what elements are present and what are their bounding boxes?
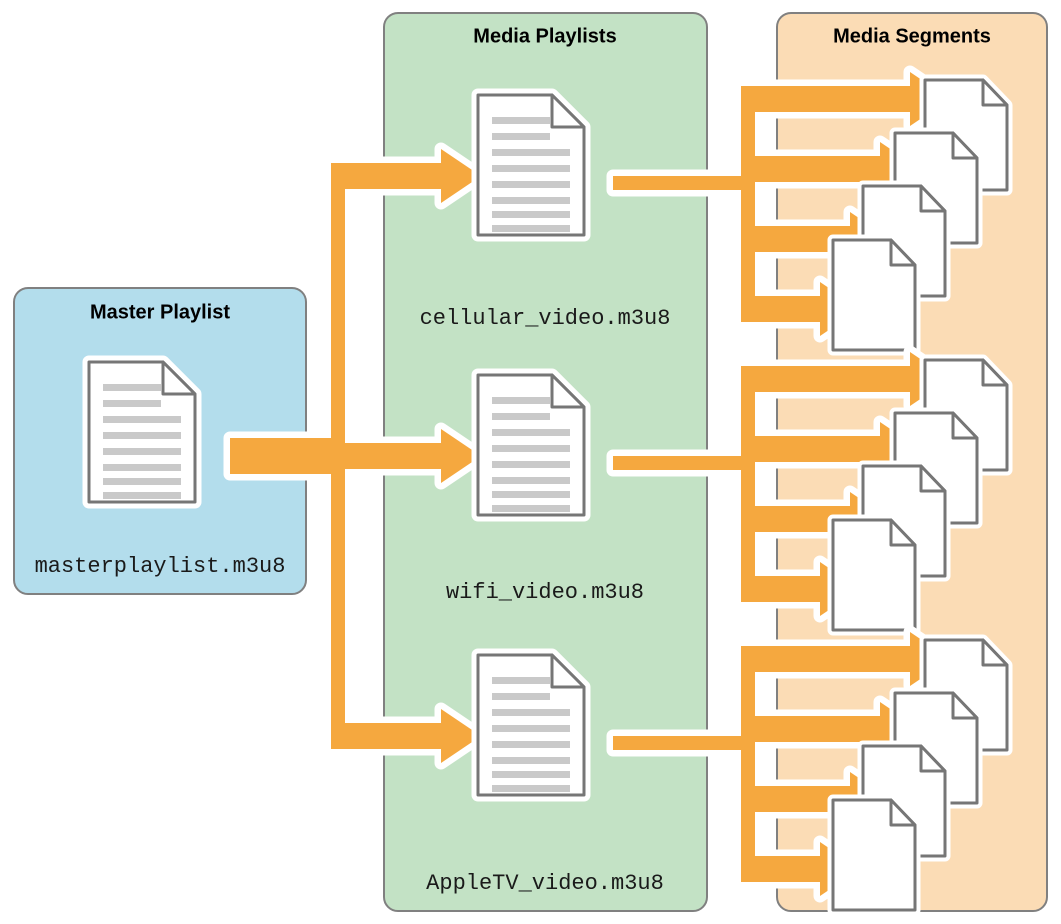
media-playlist-2-icon-group: wifi_video.m3u8 <box>446 368 644 605</box>
segment-document-icon <box>831 798 917 912</box>
panel-title-media-segments: Media Segments <box>833 25 991 47</box>
panel-title-media-playlists: Media Playlists <box>473 25 616 47</box>
segment-document-icon <box>831 518 917 632</box>
connector-master-to-playlists <box>223 142 488 770</box>
master-playlist-file-label: masterplaylist.m3u8 <box>35 554 286 579</box>
master-playlist-icon-group: masterplaylist.m3u8 <box>35 355 286 579</box>
document-icon <box>87 360 197 504</box>
segment-stack-1 <box>827 74 1013 356</box>
document-icon <box>476 653 586 797</box>
media-playlist-1-icon-group: cellular_video.m3u8 <box>420 88 671 331</box>
document-icon <box>476 373 586 517</box>
document-icon <box>476 93 586 237</box>
media-playlist-3-icon-group: AppleTV_video.m3u8 <box>426 648 664 896</box>
media-playlist-1-file-label: cellular_video.m3u8 <box>420 306 671 331</box>
segment-stack-3 <box>827 634 1013 916</box>
media-playlist-3-file-label: AppleTV_video.m3u8 <box>426 871 664 896</box>
segment-stack-2 <box>827 354 1013 636</box>
segment-document-icon <box>831 238 917 352</box>
panel-title-master: Master Playlist <box>90 301 230 323</box>
media-playlist-2-file-label: wifi_video.m3u8 <box>446 580 644 605</box>
